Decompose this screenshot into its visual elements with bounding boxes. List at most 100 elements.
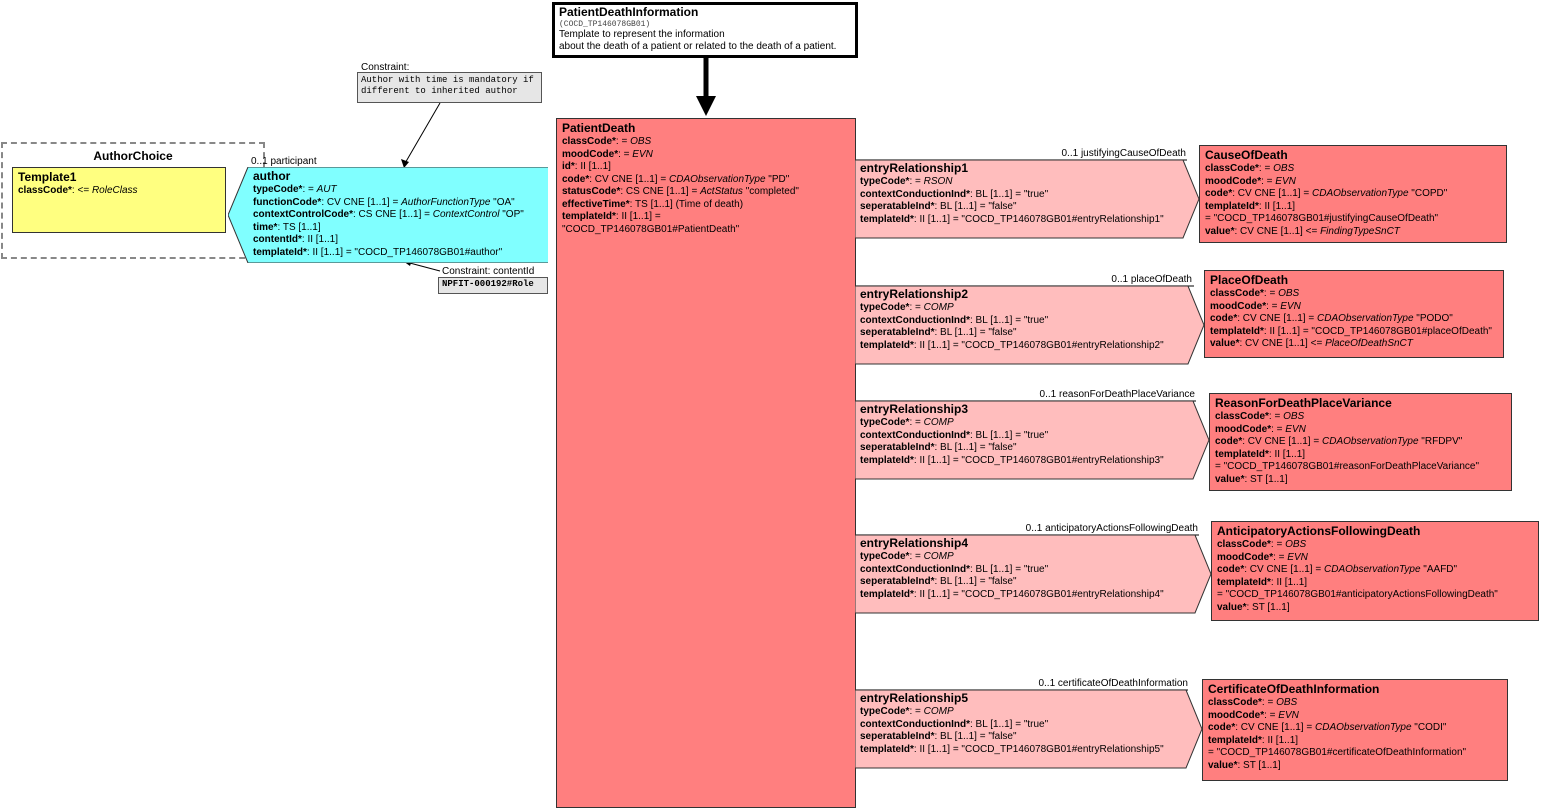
constraint1-line2: different to inherited author	[361, 86, 518, 96]
header-box: PatientDeathInformation (COCD_TP146078GB…	[552, 2, 858, 58]
attribute-row: typeCode*: = AUT	[253, 184, 548, 197]
attr-suffix: "OA"	[490, 196, 515, 208]
attr-value: : II [1..1] = "COCD_TP146078GB01#placeOf…	[1263, 325, 1492, 337]
attr-value: = "COCD_TP146078GB01#anticipatoryActions…	[1217, 589, 1498, 600]
attr-key: templateId*	[1215, 448, 1269, 460]
attribute-row: contentId*: II [1..1]	[253, 234, 548, 247]
attr-suffix: "AAFD"	[1420, 564, 1458, 575]
attr-value: : =	[1261, 175, 1276, 187]
attr-value: : CV CNE [1..1] =	[589, 173, 669, 185]
template1-classcode-op: : <=	[71, 185, 92, 196]
attr-type: COMP	[923, 706, 954, 717]
attr-type: COMP	[923, 302, 954, 313]
target-class-title: PlaceOfDeath	[1210, 273, 1289, 287]
attribute-row: contextConductionInd*: BL [1..1] = "true…	[860, 430, 1193, 443]
constraint2-note: NPFIT-000192#Role	[438, 277, 548, 294]
attr-key: classCode*	[1217, 539, 1271, 550]
attr-key: templateId*	[562, 211, 616, 222]
attr-value: : =	[615, 136, 631, 147]
entry-relationship-arrow	[855, 690, 1203, 769]
entry-relationship-arrow	[855, 286, 1205, 365]
attr-key: code*	[1215, 436, 1243, 447]
attribute-row: templateId*: II [1..1] = "COCD_TP146078G…	[253, 247, 548, 260]
target-class-title: ReasonForDeathPlaceVariance	[1215, 396, 1392, 410]
attribute-row: templateId*: II [1..1] = "COCD_TP146078G…	[860, 455, 1193, 468]
attribute-row: code*: CV CNE [1..1] = CDAObservationTyp…	[1217, 564, 1538, 577]
attr-key: templateId*	[860, 339, 914, 351]
template1-classcode-type: RoleClass	[91, 185, 138, 196]
attribute-row: value*: CV CNE [1..1] <= PlaceOfDeathSnC…	[1210, 338, 1503, 351]
attr-value: : BL [1..1] = "true"	[970, 563, 1049, 575]
attr-key: time*	[253, 221, 278, 233]
attr-key: effectiveTime*	[562, 198, 630, 210]
attr-value: : II [1..1]	[1261, 734, 1299, 746]
attr-value: : =	[1258, 163, 1274, 174]
attribute-row: value*: ST [1..1]	[1215, 474, 1511, 487]
attr-key: contextConductionInd*	[860, 429, 970, 441]
attr-type: CDAObservationType	[1312, 188, 1409, 199]
constraint2-label: Constraint: contentId	[442, 266, 535, 277]
header-id: (COCD_TP146078GB01)	[559, 20, 651, 29]
constraint2-line	[405, 261, 441, 272]
constraint1-note: Author with time is mandatory if differe…	[357, 72, 542, 103]
attr-key: classCode*	[1208, 697, 1262, 708]
attr-value: : BL [1..1] = "false"	[934, 201, 1017, 212]
attr-key: seperatableInd*	[860, 731, 935, 742]
attribute-row: templateId*: II [1..1] = "COCD_TP146078G…	[860, 744, 1186, 757]
attr-key: value*	[1215, 473, 1245, 485]
attr-key: contextConductionInd*	[860, 314, 970, 326]
attr-type: EVN	[632, 148, 653, 160]
attribute-row: moodCode*: = EVN	[1208, 710, 1507, 723]
template1-classcode: classCode*: <= RoleClass	[18, 185, 225, 198]
attribute-row: seperatableInd*: BL [1..1] = "false"	[860, 731, 1186, 744]
attribute-row: contextConductionInd*: BL [1..1] = "true…	[860, 719, 1186, 732]
attribute-row: value*: ST [1..1]	[1217, 602, 1538, 615]
attr-type: OBS	[630, 136, 652, 147]
attribute-row: classCode*: = OBS	[562, 136, 855, 149]
attr-key: templateId*	[860, 454, 914, 466]
attribute-row: contextConductionInd*: BL [1..1] = "true…	[860, 315, 1188, 328]
header-title: PatientDeathInformation	[559, 5, 699, 19]
template1-box: Template1 classCode*: <= RoleClass	[12, 167, 226, 233]
attr-value: : =	[1271, 423, 1286, 435]
attr-value: : =	[618, 148, 633, 160]
attr-key: value*	[1208, 759, 1238, 771]
attr-value: : CS CNE [1..1] =	[620, 186, 701, 197]
attr-key: seperatableInd*	[860, 201, 935, 212]
attr-key: typeCode*	[860, 176, 910, 187]
attr-type: OBS	[1273, 163, 1295, 174]
attr-type: CDAObservationType	[1322, 436, 1419, 447]
author-shape	[228, 167, 548, 263]
attribute-row: classCode*: = OBS	[1210, 288, 1503, 301]
attr-key: typeCode*	[860, 706, 910, 717]
attr-value: : CV CNE [1..1] <=	[1234, 225, 1321, 237]
attr-key: templateId*	[860, 213, 914, 225]
attribute-row: statusCode*: CS CNE [1..1] = ActStatus "…	[562, 186, 855, 199]
attr-key: value*	[1205, 225, 1235, 237]
attr-value: : =	[909, 302, 924, 313]
attr-type: ContextControl	[432, 209, 500, 220]
attr-type: CDAObservationType	[1315, 722, 1412, 733]
attr-value: : BL [1..1] = "true"	[970, 429, 1049, 441]
attr-value: : II [1..1] = "COCD_TP146078GB01#author"	[306, 246, 503, 258]
attribute-row: value*: CV CNE [1..1] <= FindingTypeSnCT	[1205, 226, 1506, 239]
attr-value: : =	[1268, 411, 1284, 422]
attr-value: : CV CNE [1..1] =	[1232, 188, 1312, 199]
entry-relationship-title: entryRelationship5	[860, 691, 969, 705]
entry-relationship-shape	[855, 160, 1200, 239]
attr-key: moodCode*	[1215, 423, 1272, 435]
attr-value: : BL [1..1] = "false"	[934, 731, 1017, 742]
attr-value: : ST [1..1]	[1237, 759, 1281, 771]
attr-key: code*	[1217, 564, 1245, 575]
attribute-row: typeCode*: = COMP	[860, 551, 1195, 564]
attr-suffix: "PD"	[765, 173, 790, 185]
attr-value: : BL [1..1] = "false"	[934, 327, 1017, 338]
attribute-row: moodCode*: = EVN	[1205, 176, 1506, 189]
attribute-row: seperatableInd*: BL [1..1] = "false"	[860, 327, 1188, 340]
